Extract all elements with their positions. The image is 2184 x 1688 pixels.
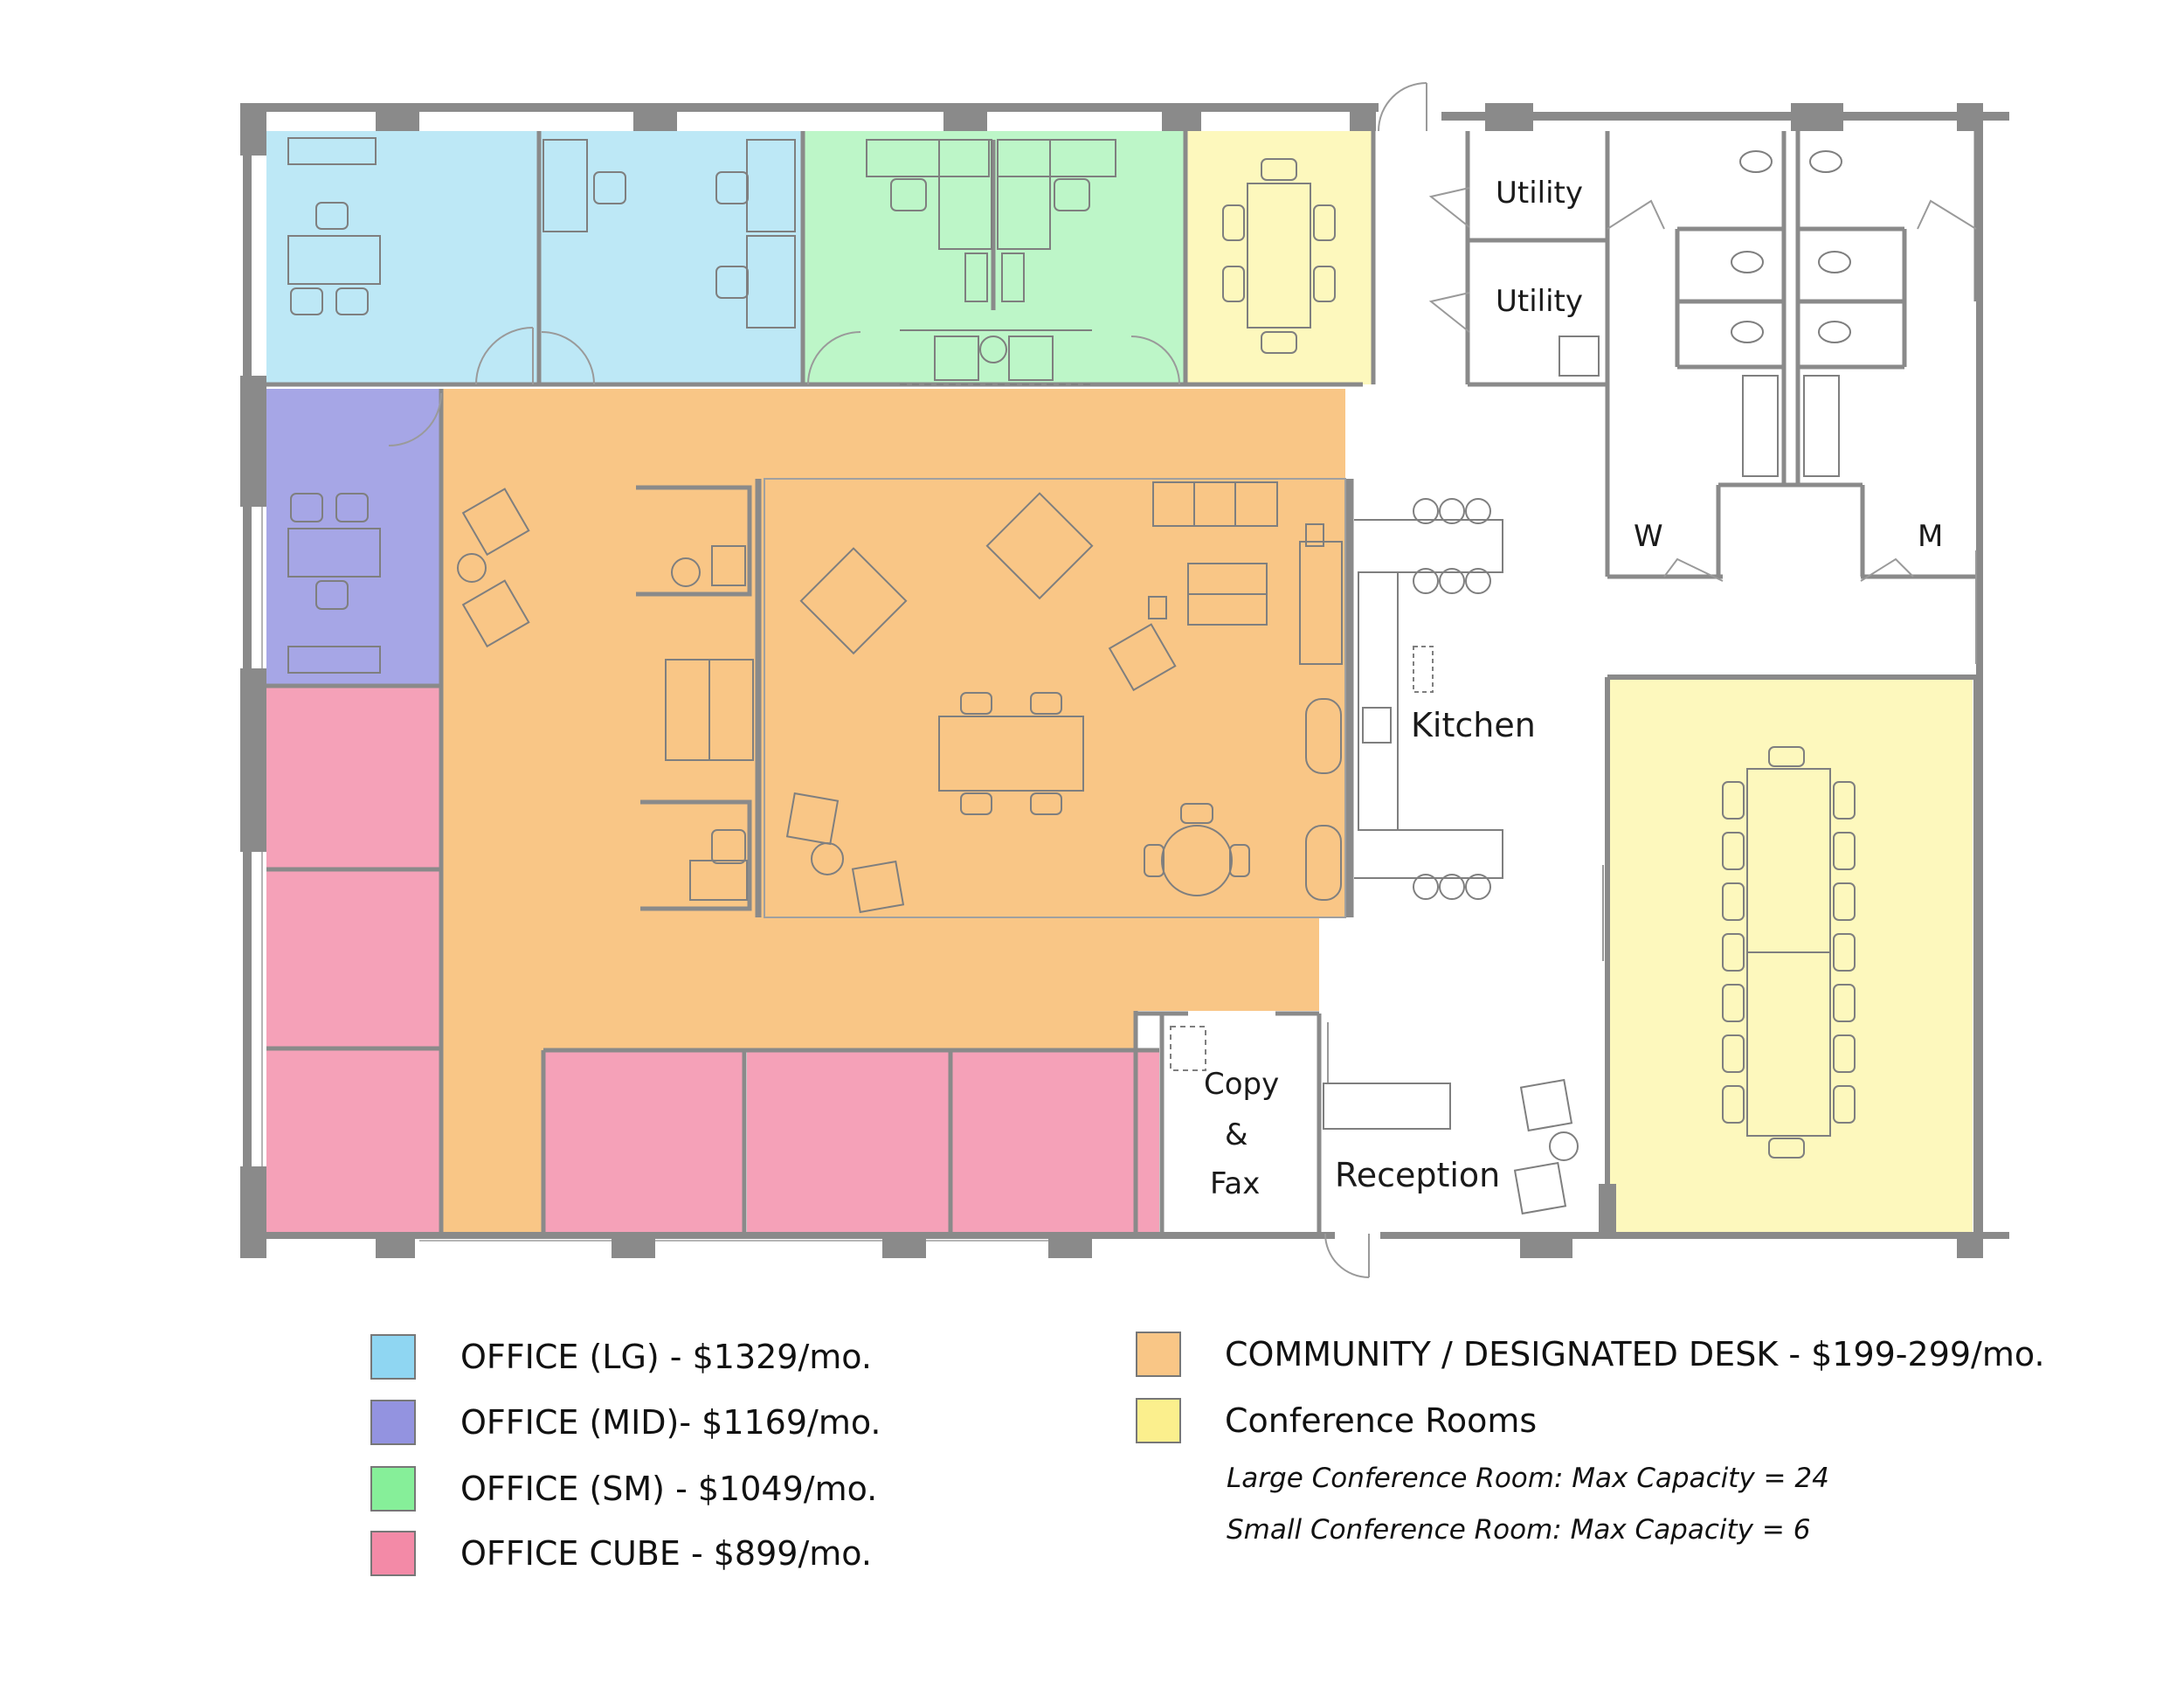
furniture <box>287 137 1851 1215</box>
office-cube-6[interactable] <box>952 1050 1159 1234</box>
conference-chair <box>1833 1085 1856 1124</box>
conference-chair <box>1722 882 1745 921</box>
women-restroom-label: W <box>1634 519 1663 554</box>
men-restroom-label: M <box>1918 519 1943 554</box>
office-lg-2[interactable] <box>539 131 803 384</box>
conference-chair <box>1833 933 1856 972</box>
conference-chair <box>1722 1085 1745 1124</box>
copy-fax-label-3: Fax <box>1210 1166 1260 1201</box>
partitions <box>266 131 1981 1236</box>
office-cube-3[interactable] <box>266 1048 441 1234</box>
reception-label: Reception <box>1335 1156 1500 1194</box>
conference-chair <box>1722 1034 1745 1073</box>
office-mid[interactable] <box>266 389 441 686</box>
exterior-walls <box>240 103 2009 1258</box>
small-conference-room[interactable] <box>1185 131 1373 384</box>
conference-chair <box>1833 832 1856 870</box>
community-area[interactable] <box>441 389 1345 1234</box>
office-cube-1[interactable] <box>266 686 441 869</box>
conference-chair <box>1722 832 1745 870</box>
conference-chair <box>1722 984 1745 1022</box>
kitchen-label: Kitchen <box>1411 706 1536 744</box>
conference-chair <box>1833 1034 1856 1073</box>
utility-label-1: Utility <box>1496 176 1583 211</box>
office-cube-5[interactable] <box>747 1050 950 1234</box>
large-conference-room[interactable] <box>1607 677 1973 1234</box>
office-cube-2[interactable] <box>266 869 441 1048</box>
conference-chair <box>1833 882 1856 921</box>
conference-chairs <box>1722 781 1856 1124</box>
office-cube-4[interactable] <box>543 1050 743 1234</box>
conference-chair <box>1722 781 1745 820</box>
utility-label-2: Utility <box>1496 284 1583 319</box>
doors <box>388 82 1977 1278</box>
conference-chair <box>1833 781 1856 820</box>
copy-fax-label-1: Copy <box>1204 1067 1279 1102</box>
conference-chair <box>1722 933 1745 972</box>
room-labels: Utility Utility W M Kitchen Copy & Fax R… <box>1204 176 1943 1201</box>
room-fills <box>266 131 1973 1234</box>
copy-fax-label-2: & <box>1225 1117 1248 1152</box>
office-lg-1[interactable] <box>266 131 539 384</box>
conference-chair <box>1833 984 1856 1022</box>
